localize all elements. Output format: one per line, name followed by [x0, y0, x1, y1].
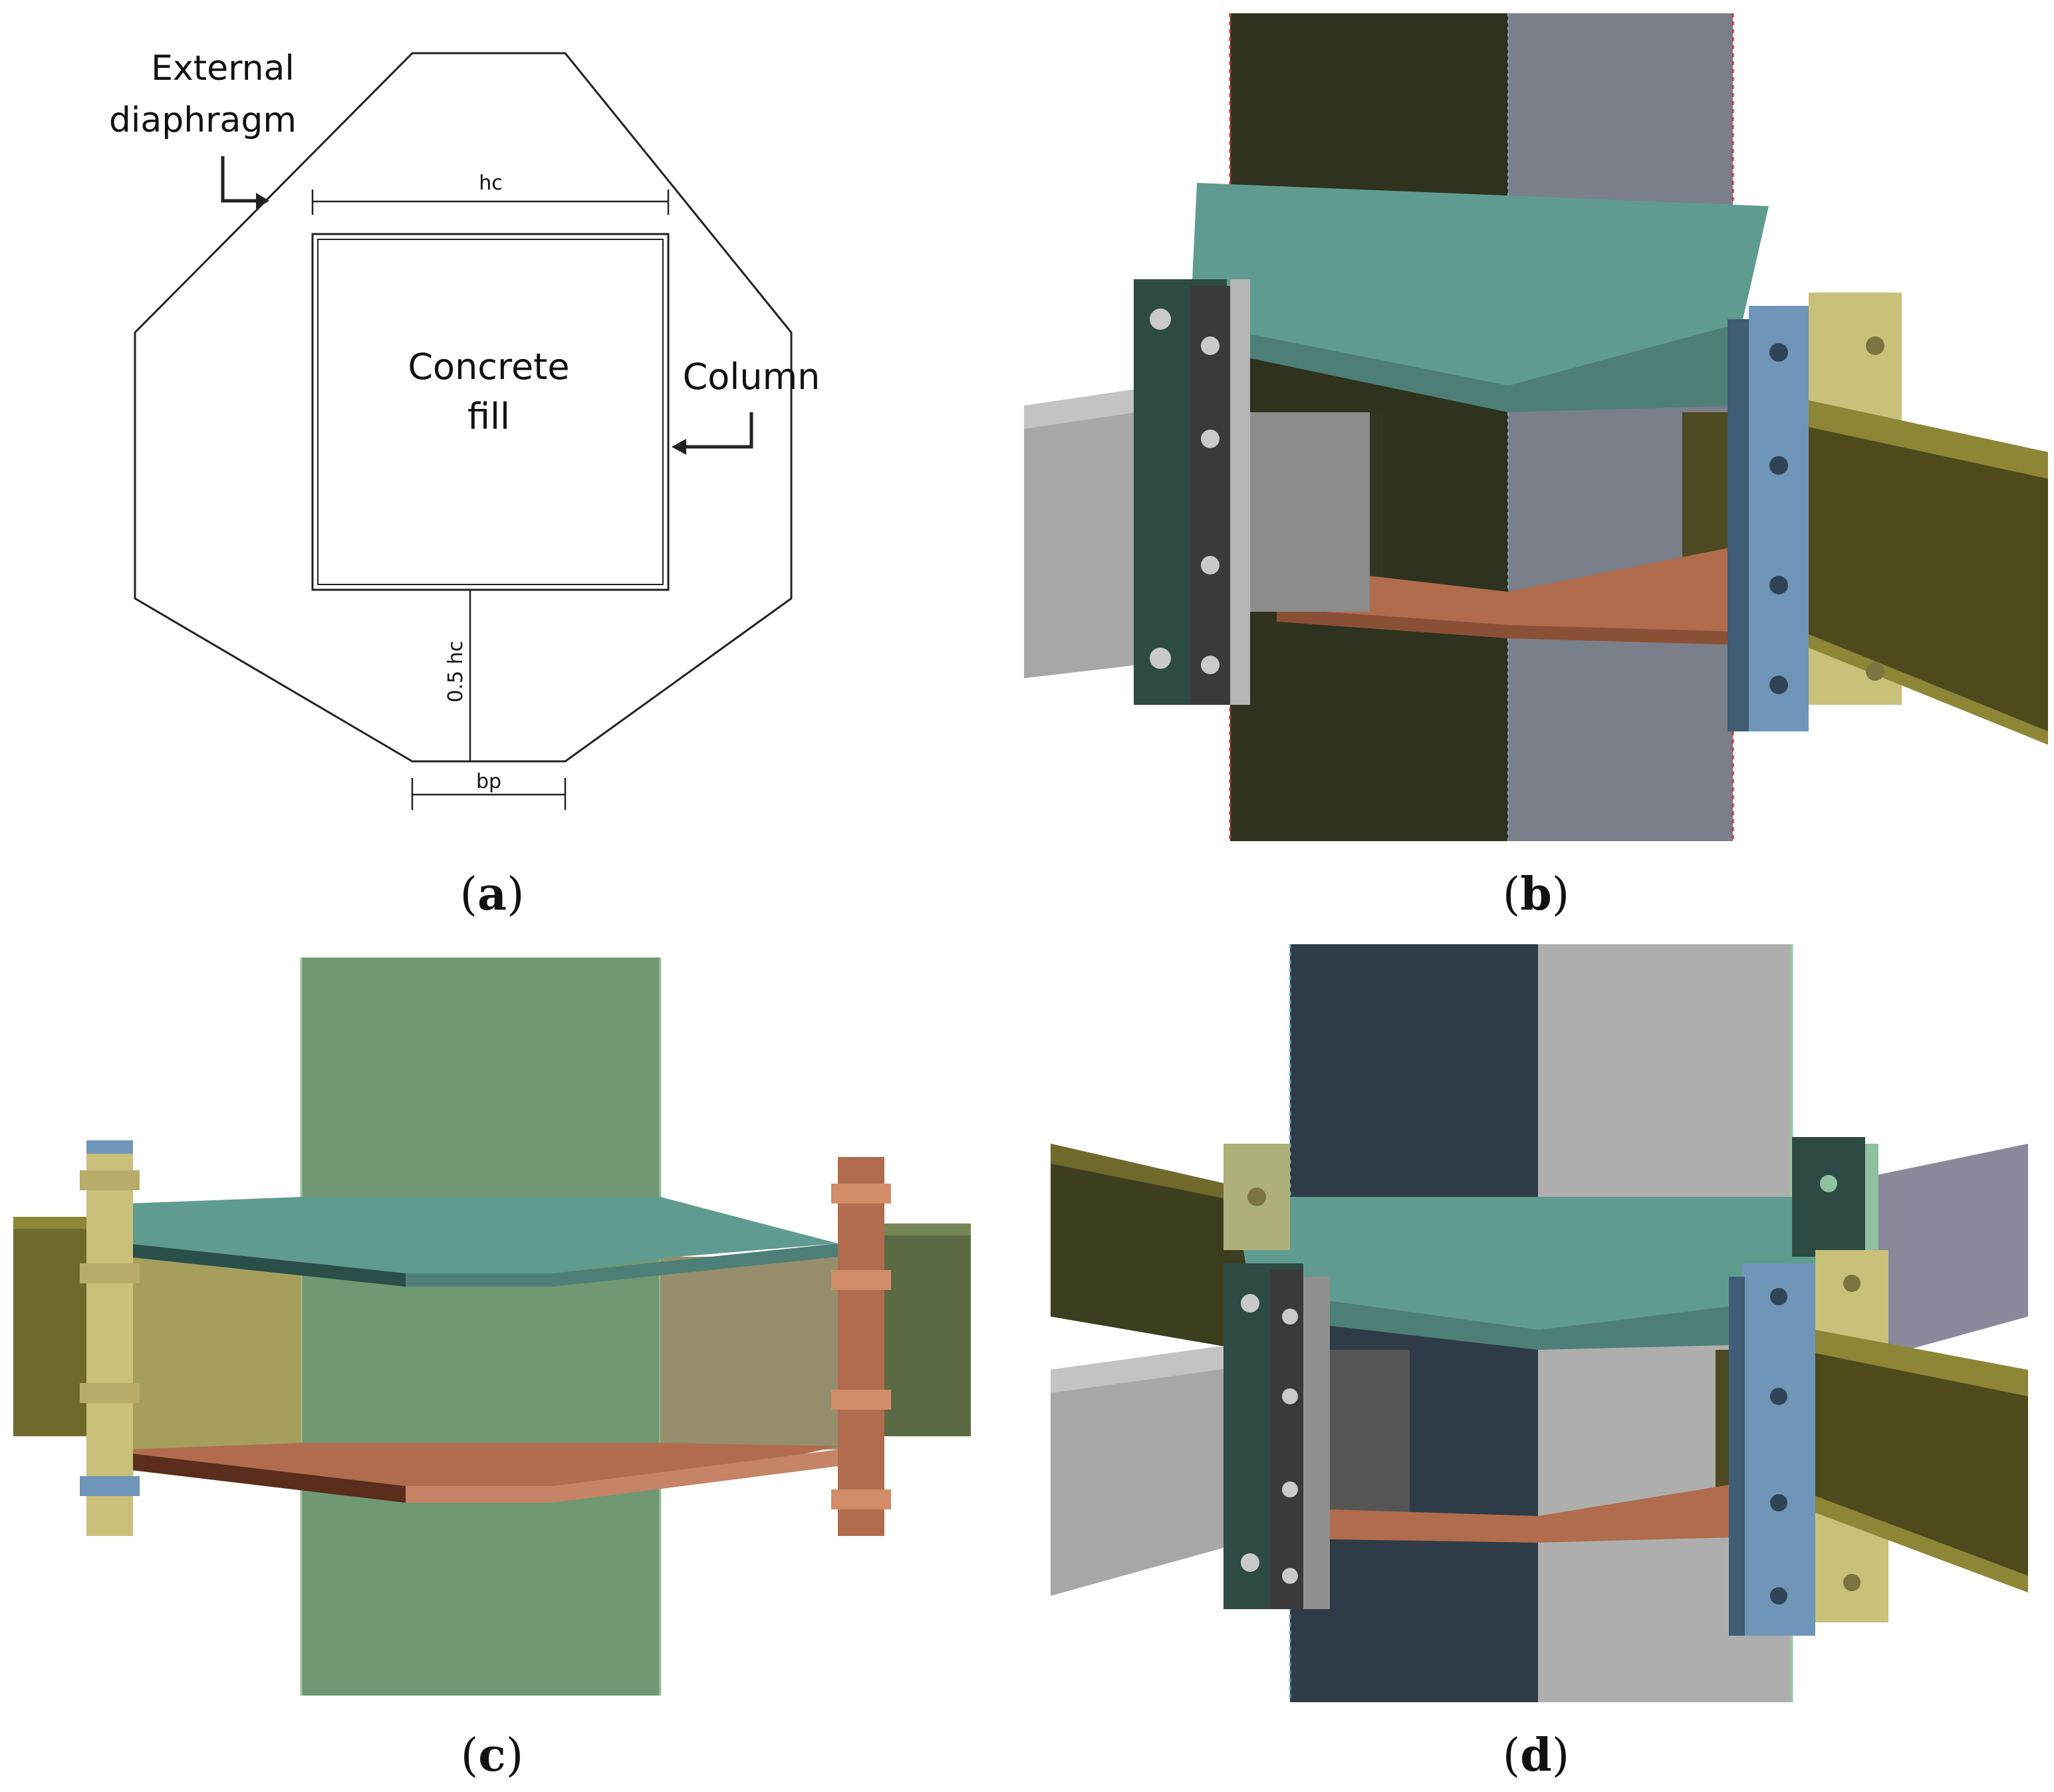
left-beam — [13, 1217, 93, 1436]
right-front-beam-bottom-flange — [1815, 1496, 2028, 1593]
render-c-svg — [13, 958, 971, 1696]
top-diaphragm-edge — [1250, 1290, 1809, 1350]
panel-c-3d-render — [13, 958, 971, 1696]
top-diaphragm — [1237, 1197, 1849, 1330]
left-web-region — [113, 1257, 301, 1450]
bolt-icon — [80, 1263, 140, 1283]
concrete-fill-label-line1: Concrete — [408, 346, 569, 388]
bolt-icon — [1201, 556, 1220, 575]
bolt-icon — [1866, 662, 1884, 681]
bolt-icon — [1770, 1388, 1787, 1405]
left-end-plate-face — [1190, 286, 1230, 705]
right-back-end-plate-edge — [1865, 1144, 1878, 1257]
left-end-plate-top-cap — [86, 1140, 133, 1154]
external-diaphragm-leader — [221, 156, 261, 203]
bolt-icon — [1843, 1574, 1861, 1591]
caption-a: (a) — [459, 868, 525, 921]
bolt-icon — [1769, 343, 1788, 362]
concrete-fill-label-line2: fill — [467, 396, 510, 438]
bolt-icon — [1241, 1294, 1259, 1313]
column-label: Column — [683, 356, 821, 398]
left-end-plate-edge — [1230, 279, 1250, 705]
external-diaphragm-arrowhead — [256, 193, 269, 209]
column — [301, 958, 660, 1696]
bolt-icon — [1770, 1494, 1787, 1511]
panel-d-3d-render — [1051, 944, 2028, 1702]
bottom-diaphragm — [1330, 1476, 1782, 1543]
right-front-beam-top-flange — [1815, 1330, 2028, 1396]
right-back-end-plate — [1792, 1137, 1865, 1257]
render-d-svg — [1051, 944, 2028, 1702]
column-inner-edge — [317, 239, 664, 585]
bolt-icon — [1769, 456, 1788, 475]
right-end-plate-blue-side — [1728, 319, 1749, 731]
right-beam-top-flange — [1802, 399, 2048, 479]
left-beam-stiffener — [1250, 412, 1370, 612]
bolt-icon — [831, 1270, 891, 1290]
bolt-icon — [1241, 1553, 1259, 1572]
column-leader — [685, 412, 753, 449]
caption-c: (c) — [460, 1729, 524, 1782]
bolt-icon — [1282, 1481, 1298, 1497]
half-hc-label: 0.5 hc — [444, 641, 467, 703]
bolt-icon — [1282, 1568, 1298, 1584]
column-outer-edge — [311, 233, 670, 591]
external-diaphragm-outline — [134, 52, 793, 763]
bolt-icon — [1150, 648, 1171, 669]
bolt-icon — [831, 1390, 891, 1410]
left-end-plate — [86, 1150, 133, 1536]
bolt-icon — [1770, 1288, 1787, 1305]
external-label-line2: diaphragm — [109, 100, 297, 140]
bolt-icon — [831, 1489, 891, 1509]
panel-a-plan-drawing: External diaphragm Concrete fill Column … — [106, 27, 864, 838]
bottom-diaphragm-edge — [1277, 608, 1742, 645]
right-front-end-plate-blue-side — [1729, 1277, 1745, 1636]
bolt-icon — [1820, 1175, 1837, 1192]
hc-label: hc — [479, 172, 503, 195]
top-diaphragm-front-edge — [1190, 322, 1742, 412]
column-arrowhead — [672, 439, 686, 455]
right-beam-bottom-flange — [1802, 632, 2048, 745]
bolt-icon — [80, 1170, 140, 1190]
render-b-svg — [1024, 13, 2048, 841]
bolt-icon — [1769, 676, 1788, 694]
left-front-end-plate-edge — [1303, 1277, 1330, 1609]
bolt-icon — [1770, 1587, 1787, 1604]
right-web-region — [660, 1257, 840, 1450]
bolt-icon — [1201, 656, 1220, 674]
bolt-icon — [1282, 1309, 1298, 1325]
panel-b-3d-render — [1024, 13, 2048, 841]
top-diaphragm — [126, 1197, 838, 1273]
bolt-icon — [1247, 1188, 1266, 1206]
bolt-icon — [1201, 336, 1220, 355]
bolt-icon — [1843, 1275, 1861, 1292]
caption-b: (b) — [1502, 868, 1570, 921]
plan-drawing-svg: External diaphragm Concrete fill Column … — [109, 49, 821, 810]
bottom-diaphragm — [1277, 545, 1742, 632]
bolt-icon — [1866, 336, 1884, 355]
bolt-icon — [1282, 1388, 1298, 1404]
caption-d: (d) — [1502, 1729, 1570, 1782]
right-beam-web — [1802, 399, 2048, 731]
right-beam-flange-top — [858, 1223, 971, 1235]
right-end-plate-blue — [1749, 306, 1809, 731]
bolt-icon — [1150, 309, 1171, 330]
left-beam-flange-top — [13, 1217, 93, 1229]
bolt-icon — [831, 1184, 891, 1204]
right-front-beam-web — [1815, 1343, 2028, 1576]
bolt-icon — [1769, 576, 1788, 594]
right-end-plate — [838, 1157, 884, 1536]
right-front-end-plate-blue — [1742, 1263, 1815, 1636]
bottom-diaphragm-dark-edge — [126, 1453, 406, 1503]
bp-label: bp — [476, 770, 501, 793]
external-label-line1: External — [151, 49, 295, 88]
top-diaphragm-dark-edge — [126, 1243, 406, 1287]
left-front-end-plate-face — [1270, 1270, 1303, 1609]
top-diaphragm — [1190, 183, 1769, 386]
bolt-icon — [80, 1383, 140, 1403]
bolt-icon — [80, 1476, 140, 1496]
bolt-icon — [1201, 430, 1220, 448]
